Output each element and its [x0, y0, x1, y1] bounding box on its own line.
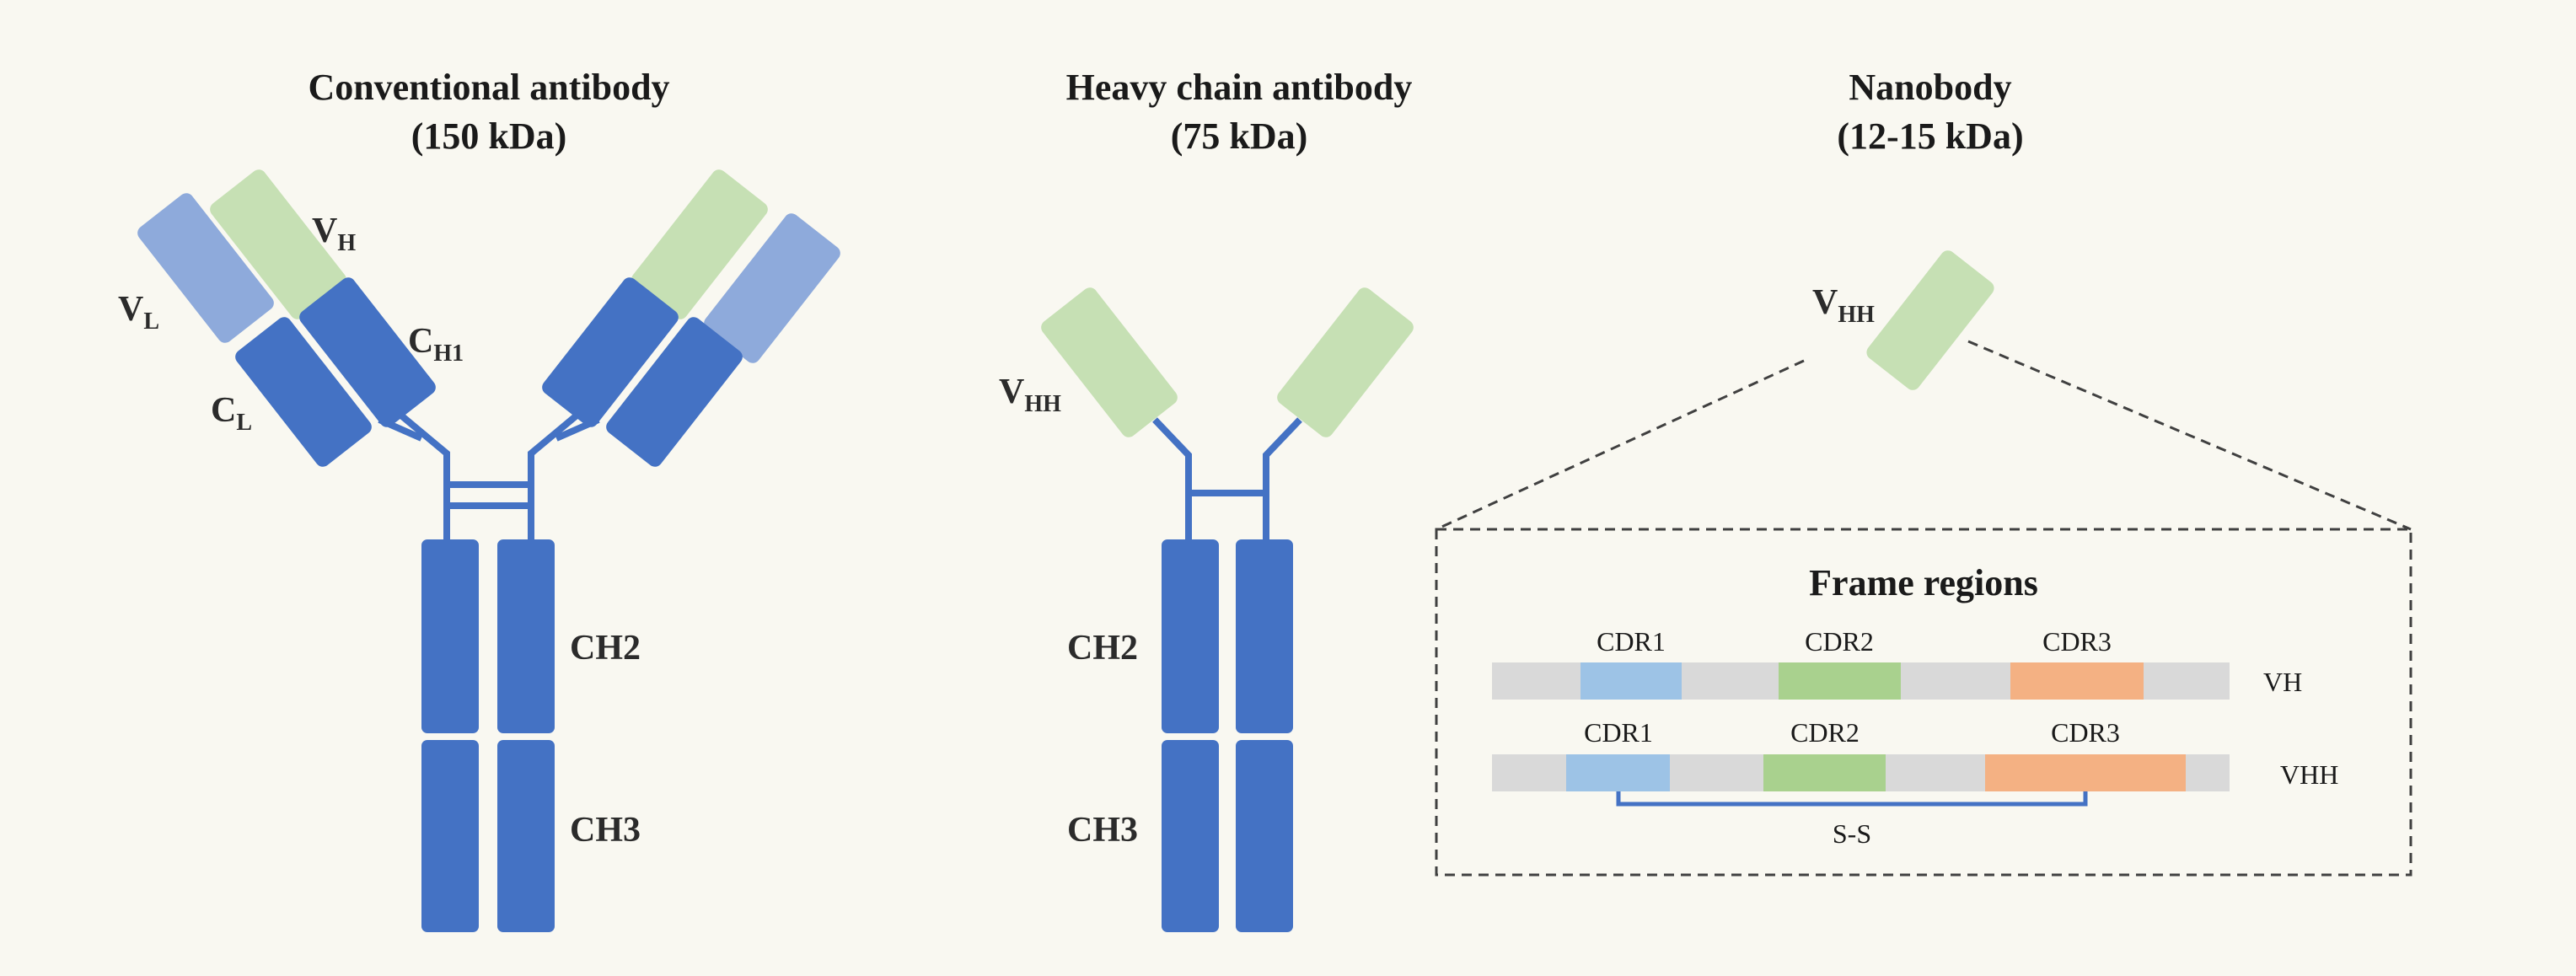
heavy-chain-title-line1: Heavy chain antibody	[1066, 67, 1413, 108]
heavy-chain-antibody: Heavy chain antibody (75 kDa) VHH CH2 CH…	[999, 67, 1414, 932]
conventional-ch3-label: CH3	[570, 811, 641, 850]
ch2-domain-right	[497, 539, 555, 733]
hc-ch3-label: CH3	[1067, 811, 1138, 850]
vhh-domain-right	[1277, 287, 1414, 437]
vl-domain-left	[137, 193, 274, 343]
right-heavy-linker	[528, 408, 584, 548]
heavy-chain-hinge	[1152, 417, 1302, 548]
nanobody-title-line1: Nanobody	[1849, 67, 2011, 108]
vh-label: VH	[312, 212, 356, 256]
hc-vhh-label: VHH	[999, 373, 1061, 417]
ch1-domain-right	[542, 277, 679, 427]
vhh-cdr3-segment	[1985, 754, 2186, 791]
vh-label-main: V	[312, 212, 337, 250]
cl-label-sub: L	[236, 410, 252, 436]
hc-ch2-label: CH2	[1067, 629, 1138, 668]
hc-ch3-domain-left	[1162, 740, 1219, 932]
hc-vhh-label-sub: HH	[1024, 391, 1061, 417]
vhh-row-label: VHH	[2280, 759, 2338, 790]
vh-cdr1-segment	[1580, 662, 1682, 700]
ch3-domain-right	[497, 740, 555, 932]
vh-cdr3-segment	[2010, 662, 2144, 700]
nanobody-title-line2: (12-15 kDa)	[1837, 115, 2023, 157]
hc-vhh-label-main: V	[999, 373, 1024, 411]
disulfide-label: S-S	[1833, 818, 1871, 849]
vhh-cdr2-label: CDR2	[1790, 717, 1860, 748]
vhh-cdr1-label: CDR1	[1584, 717, 1653, 748]
frame-regions-title: Frame regions	[1809, 562, 2038, 603]
vhh-domain-left	[1041, 287, 1178, 437]
conventional-ch2-label: CH2	[570, 629, 641, 668]
vl-label-sub: L	[143, 308, 159, 335]
hc-ch3-domain-right	[1236, 740, 1293, 932]
vh-domain-right	[631, 169, 768, 319]
ch2-domain-left	[421, 539, 479, 733]
zoom-line-right	[1967, 340, 2412, 531]
conventional-title-line2: (150 kDa)	[411, 115, 567, 157]
nanobody-vhh-label-main: V	[1812, 283, 1838, 322]
vl-label-main: V	[118, 290, 143, 329]
vh-sequence-row: CDR1 CDR2 CDR3 VH	[1492, 626, 2302, 700]
nanobody-vhh-domain	[1866, 250, 1994, 390]
vh-label-sub: H	[337, 230, 356, 256]
ch1-label-sub: H1	[433, 341, 464, 367]
vh-domain-left	[210, 169, 346, 319]
disulfide-bridge	[1616, 791, 2088, 807]
cl-label-main: C	[211, 391, 236, 430]
vhh-sequence-row: CDR1 CDR2 CDR3 VHH S-S	[1492, 717, 2338, 849]
vh-cdr3-label: CDR3	[2042, 626, 2112, 657]
hc-right-linker	[1263, 417, 1302, 548]
conventional-title-line1: Conventional antibody	[308, 67, 669, 108]
hc-left-linker	[1152, 417, 1192, 548]
cl-domain-left	[235, 317, 372, 467]
heavy-chain-title-line2: (75 kDa)	[1171, 115, 1308, 157]
vhh-cdr2-segment	[1763, 754, 1886, 791]
nanobody-vhh-label: VHH	[1812, 283, 1875, 328]
vh-cdr2-segment	[1779, 662, 1901, 700]
hc-ch2-domain-left	[1162, 539, 1219, 733]
conventional-antibody: Conventional antibody (150 kDa) VH	[118, 67, 840, 932]
cl-domain-right	[606, 317, 743, 467]
ch1-label-main: C	[408, 322, 433, 361]
hc-ch2-domain-right	[1236, 539, 1293, 733]
vhh-cdr3-label: CDR3	[2051, 717, 2120, 748]
nanobody-vhh-label-sub: HH	[1838, 302, 1875, 328]
vh-cdr1-label: CDR1	[1597, 626, 1666, 657]
cl-label: CL	[211, 391, 252, 436]
frame-regions-box	[1435, 528, 2412, 877]
left-heavy-linker	[394, 408, 450, 548]
vhh-cdr1-segment	[1566, 754, 1670, 791]
ch1-label: CH1	[408, 322, 464, 367]
nanobody: Nanobody (12-15 kDa) VHH Frame regions C…	[1435, 67, 2412, 877]
vl-label: VL	[118, 290, 159, 335]
vh-row-label: VH	[2263, 667, 2302, 697]
vh-cdr2-label: CDR2	[1805, 626, 1874, 657]
vl-domain-right	[704, 213, 840, 363]
ch3-domain-left	[421, 740, 479, 932]
ch1-domain-left	[299, 277, 436, 427]
